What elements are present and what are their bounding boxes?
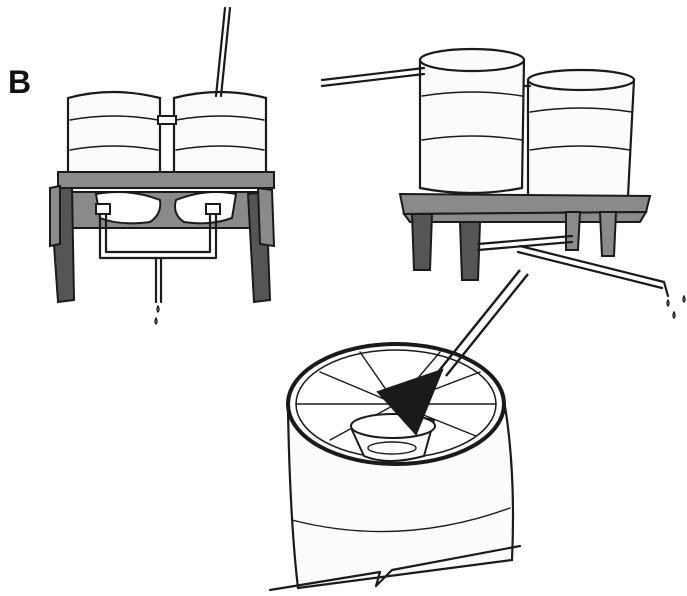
barrel-top-closeup [268, 269, 529, 592]
side-view-stand [398, 192, 652, 281]
front-view-plumbing [95, 203, 221, 325]
side-view-plumbing [476, 234, 686, 319]
side-view-barrels [320, 47, 636, 203]
front-view-barrels [66, 6, 268, 178]
panel-label: B [8, 64, 32, 100]
